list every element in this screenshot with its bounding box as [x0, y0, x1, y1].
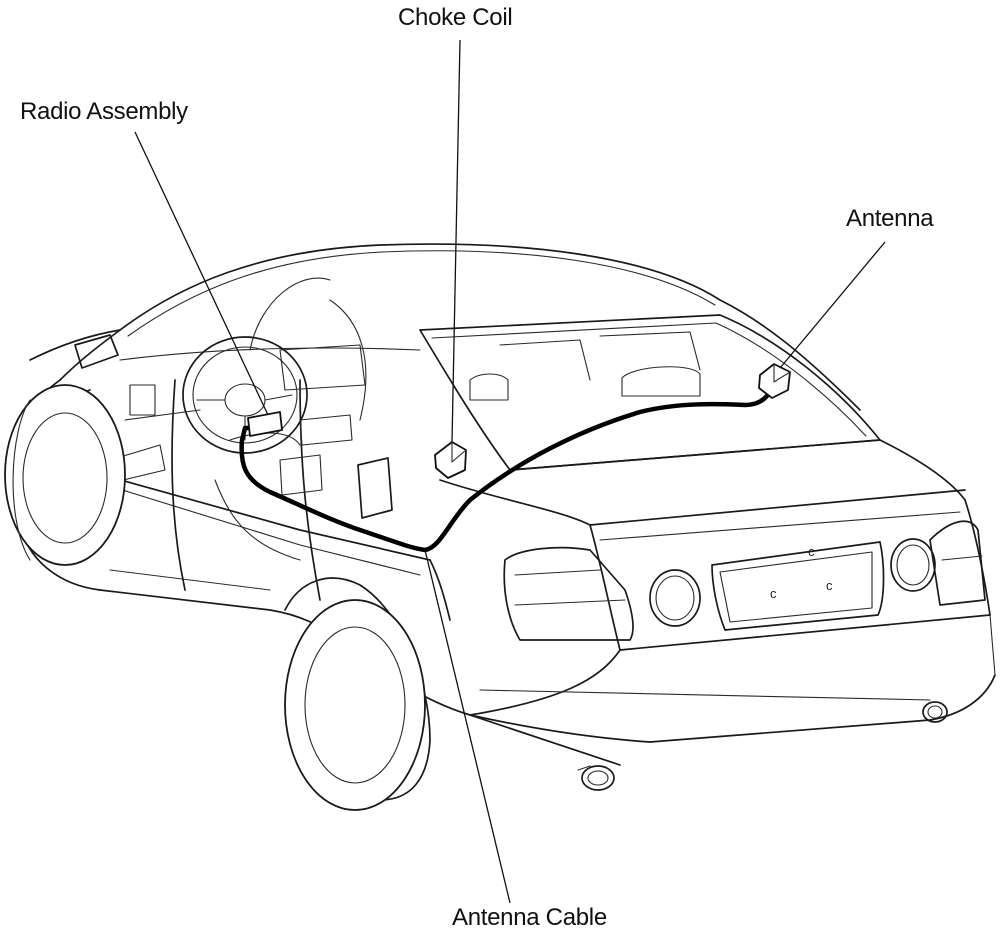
- leader-antenna: [779, 241, 886, 369]
- leader-choke-coil: [451, 39, 461, 443]
- leader-radio-assembly: [134, 131, 269, 416]
- antenna-part: [758, 363, 791, 399]
- label-radio-assembly: Radio Assembly: [20, 98, 188, 125]
- plate-char-right: c: [826, 578, 833, 593]
- leader-antenna-cable: [424, 549, 511, 904]
- label-antenna: Antenna: [846, 205, 934, 232]
- plate-char-top: c: [808, 544, 815, 559]
- label-choke-coil: Choke Coil: [398, 4, 513, 31]
- label-antenna-cable: Antenna Cable: [452, 904, 607, 931]
- antenna-cable: [239, 382, 775, 553]
- choke-coil-part: [434, 441, 467, 479]
- car-body: [17, 243, 996, 791]
- rear-wheel: [284, 577, 431, 811]
- radio-assembly-part: [247, 411, 283, 437]
- plate-char-left: c: [770, 586, 777, 601]
- front-wheel: [4, 384, 126, 566]
